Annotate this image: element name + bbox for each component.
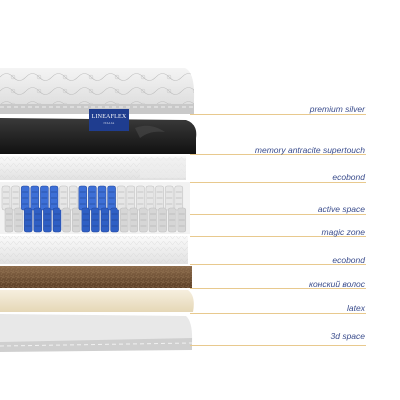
brand-name: LINEAFLEX — [91, 114, 127, 120]
label-premium-silver: premium silver — [309, 104, 365, 114]
label-ecobond-bottom: ecobond — [332, 255, 365, 265]
layer-latex — [0, 290, 194, 312]
label-memory-antracite: memory antracite supertouch — [254, 145, 365, 155]
layer-ecobond-top — [0, 156, 186, 180]
leader-line — [190, 182, 366, 183]
leader-line — [190, 236, 366, 237]
leader-line — [190, 313, 366, 314]
layer-3d-space — [0, 314, 193, 352]
label-latex: latex — [347, 303, 365, 313]
leader-line — [190, 214, 366, 215]
label-magic-zone: magic zone — [321, 227, 365, 237]
label-3d-space: 3d space — [330, 331, 366, 341]
layer-memory-antracite — [0, 118, 197, 154]
leader-line — [190, 114, 366, 115]
brand-tagline: ITALIA — [103, 121, 115, 125]
layer-active-space — [0, 182, 190, 234]
layer-magic-zone — [0, 236, 188, 264]
leader-line — [190, 288, 366, 289]
leader-line — [190, 345, 366, 346]
layer-horsehair — [0, 266, 192, 288]
layer-premium-silver — [0, 68, 195, 114]
label-ecobond-top: ecobond — [332, 172, 365, 182]
label-active-space: active space — [317, 204, 365, 214]
label-horsehair: конский волос — [308, 279, 365, 289]
leader-line — [190, 264, 366, 265]
leader-line — [190, 154, 366, 155]
brand-badge: LINEAFLEX ITALIA — [89, 109, 129, 131]
